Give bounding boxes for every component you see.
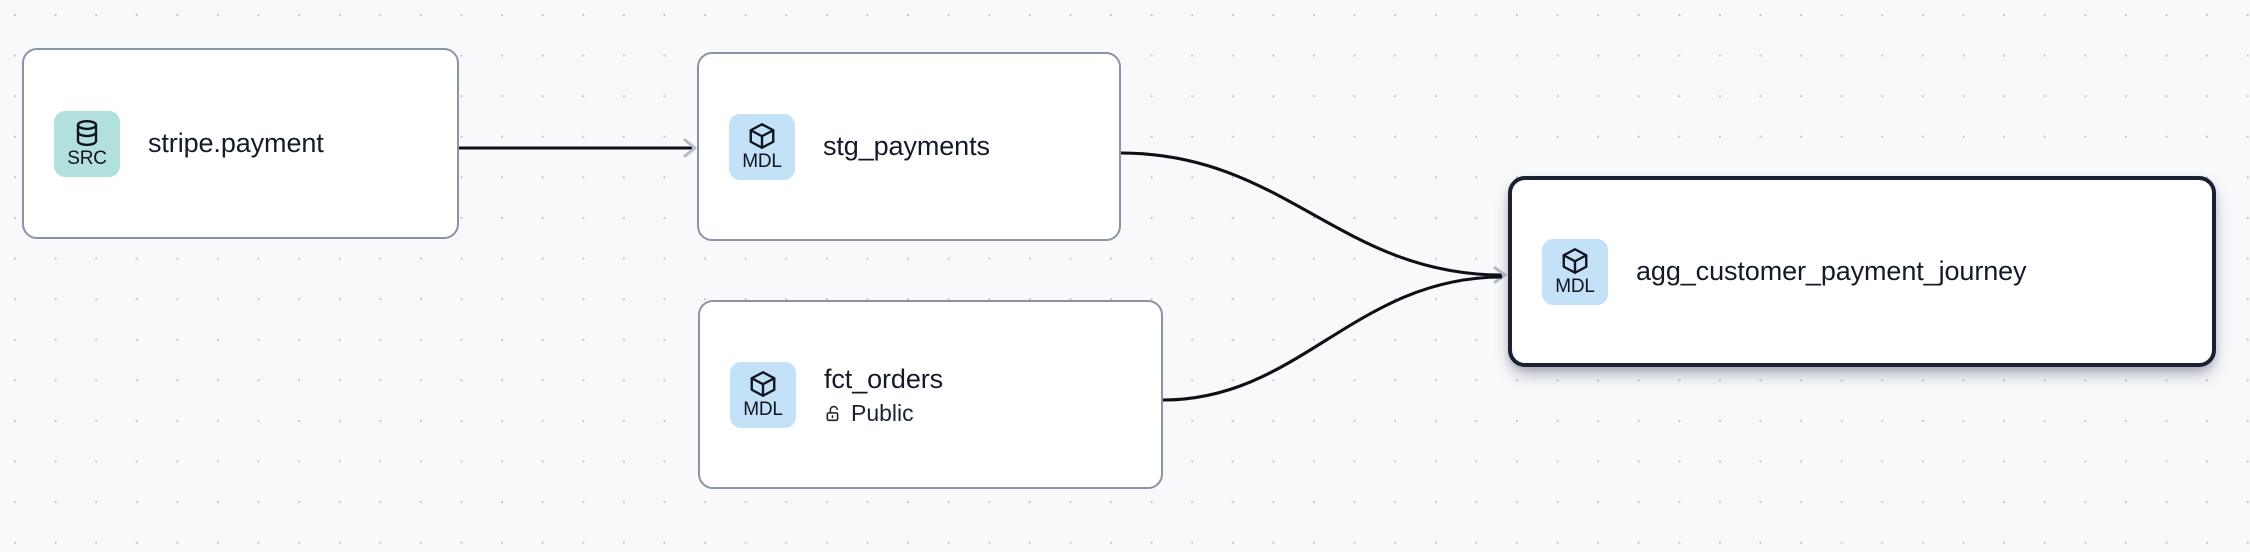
node-fct-orders[interactable]: MDL fct_orders Public — [698, 300, 1163, 489]
node-badge-label: SRC — [67, 148, 107, 169]
edge-arrowhead-stg-payments — [683, 138, 697, 158]
node-text-block: stripe.payment — [148, 127, 324, 160]
node-agg-customer-payment-journey[interactable]: MDL agg_customer_payment_journey — [1508, 176, 2216, 367]
node-visibility-row: Public — [824, 400, 943, 427]
database-icon — [76, 119, 98, 147]
node-badge-label: MDL — [743, 399, 783, 420]
node-text-block: stg_payments — [823, 130, 990, 163]
edge-stg-payments-to-agg-journey — [1120, 151, 1503, 277]
node-badge-mdl: MDL — [1542, 238, 1608, 305]
node-badge-label: MDL — [742, 151, 782, 172]
cube-icon — [750, 371, 776, 397]
cube-icon — [1562, 248, 1588, 274]
node-stripe-payment[interactable]: SRC stripe.payment — [22, 48, 459, 239]
node-stg-payments[interactable]: MDL stg_payments — [697, 52, 1121, 241]
edge-arrowhead-agg-journey-top — [1493, 266, 1507, 284]
node-title: agg_customer_payment_journey — [1636, 256, 2027, 286]
node-badge-mdl: MDL — [729, 113, 795, 180]
edge-fct-orders-to-agg-journey — [1162, 275, 1503, 402]
node-title: fct_orders — [824, 363, 944, 394]
node-text-block: fct_orders Public — [824, 363, 943, 427]
node-badge-src: SRC — [54, 110, 120, 177]
node-text-block: agg_customer_payment_journey — [1636, 255, 2027, 288]
node-title: stripe.payment — [148, 128, 324, 158]
node-visibility-label: Public — [851, 399, 914, 426]
cube-icon — [749, 123, 775, 149]
node-badge-label: MDL — [1555, 276, 1595, 297]
node-title: stg_payments — [823, 131, 990, 161]
unlock-icon — [824, 404, 843, 423]
node-badge-mdl: MDL — [730, 361, 796, 428]
